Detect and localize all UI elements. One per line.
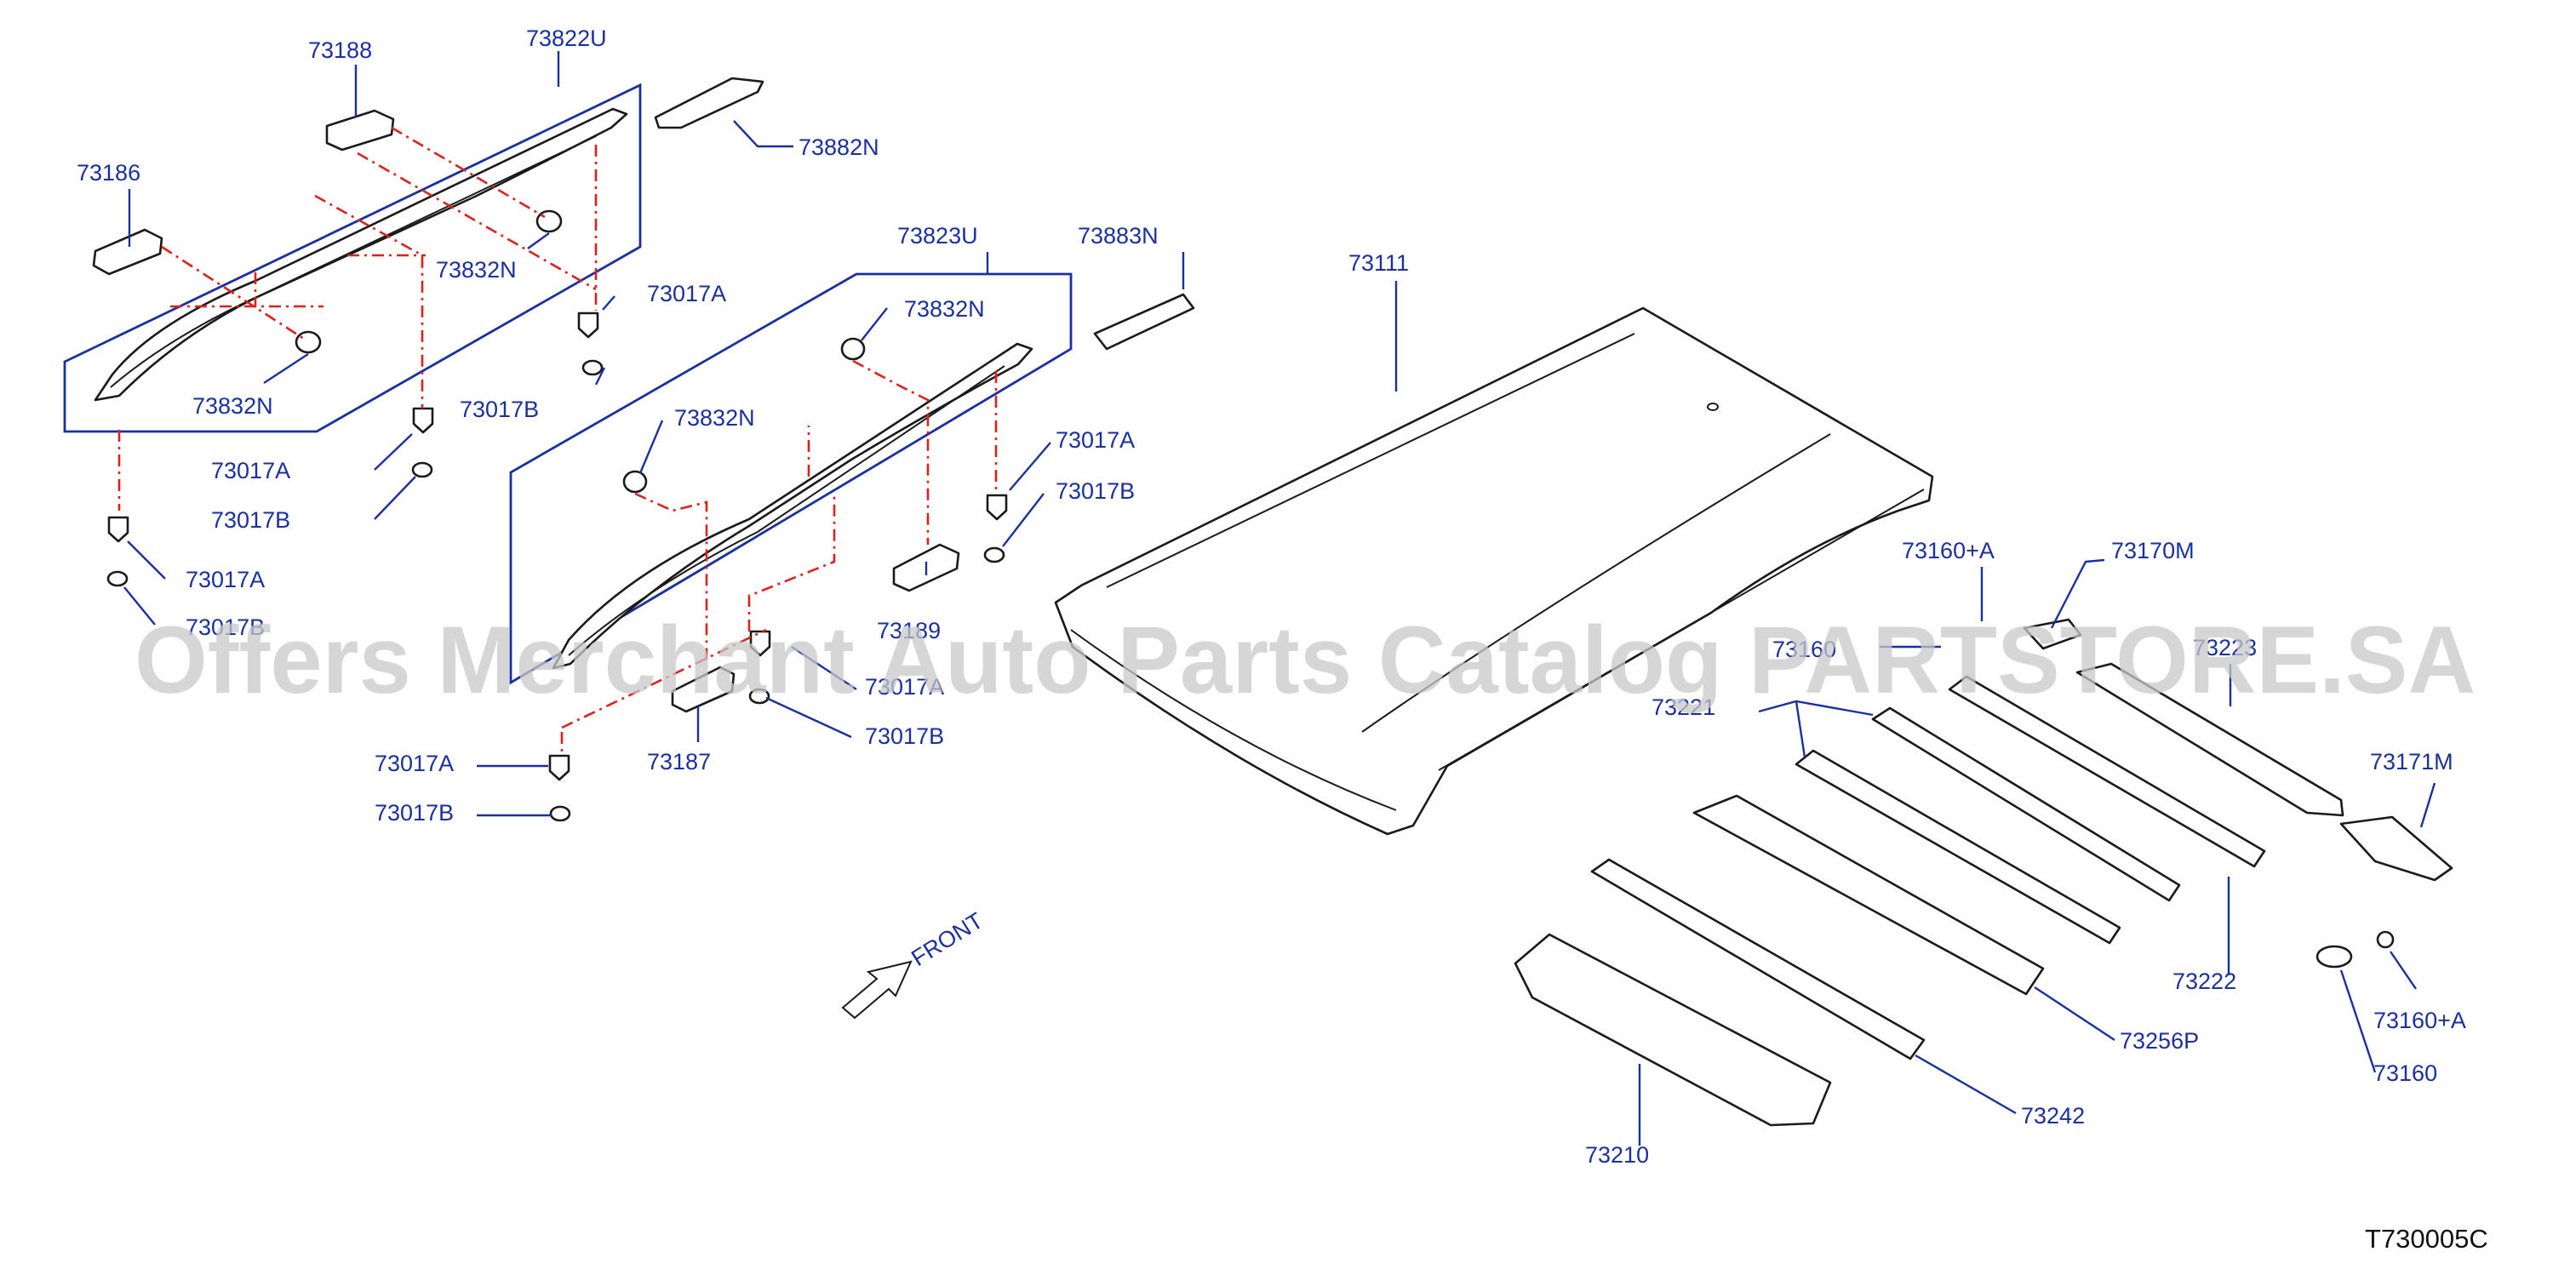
label-73017A-a: 73017A xyxy=(647,281,726,306)
roof-rail-right-assembly xyxy=(509,272,1073,822)
label-73242: 73242 xyxy=(2021,1103,2085,1129)
label-73160A-a: 73160+A xyxy=(1902,538,1995,563)
bolt-73017A-f xyxy=(548,754,570,781)
rail-73222 xyxy=(1948,675,2266,868)
watermark: Offers Merchant Auto Parts Catalog PARTS… xyxy=(135,607,2476,713)
label-73017A-f: 73017A xyxy=(375,751,454,776)
bolt-73017A-d xyxy=(986,494,1008,521)
label-73017B-b: 73017B xyxy=(211,507,290,533)
nut-73017B-b xyxy=(411,461,433,478)
bow-73242 xyxy=(1590,858,1926,1060)
label-73222: 73222 xyxy=(2172,969,2236,994)
bracket-73223 xyxy=(2075,662,2344,817)
clip-73160A xyxy=(2376,930,2395,949)
label-73187: 73187 xyxy=(647,749,711,774)
nut-73017B-f xyxy=(549,805,571,822)
label-73188: 73188 xyxy=(308,37,372,63)
label-73017B-a: 73017B xyxy=(460,397,539,422)
nut-73017B-c xyxy=(106,570,129,587)
bolt-73017A-e xyxy=(749,630,771,657)
front-arrow-icon: FRONT xyxy=(841,907,987,1020)
label-73832N-c: 73832N xyxy=(904,296,985,322)
nut-73017B-d xyxy=(983,546,1005,563)
label-73822U: 73822U xyxy=(526,26,607,51)
end-cover-73188 xyxy=(325,109,395,151)
label-73832N-d: 73832N xyxy=(674,405,755,431)
grommet-73832N-b xyxy=(295,330,322,354)
label-73017B-e: 73017B xyxy=(865,723,944,749)
group-box-73822U xyxy=(63,83,642,433)
label-73823U: 73823U xyxy=(897,223,978,249)
label-73160-a: 73160 xyxy=(1772,637,1836,662)
label-73223: 73223 xyxy=(2193,635,2257,660)
front-label: FRONT xyxy=(907,907,987,971)
bow-73256P xyxy=(1692,794,2045,996)
trim-73883N xyxy=(1093,293,1195,351)
label-73221: 73221 xyxy=(1652,694,1715,720)
leader-lines xyxy=(123,51,2436,1146)
grommet-73832N-d xyxy=(840,337,866,361)
label-73017B-f: 73017B xyxy=(375,800,454,826)
label-73189: 73189 xyxy=(877,618,941,643)
drawing-code: T730005C xyxy=(2365,1224,2488,1254)
bolt-73017A-c xyxy=(107,516,129,543)
label-73160A-b: 73160+A xyxy=(2373,1008,2466,1033)
label-73210: 73210 xyxy=(1585,1142,1649,1168)
end-cover-73186 xyxy=(92,228,163,276)
nut-73017B-e xyxy=(748,688,770,705)
label-73170M: 73170M xyxy=(2111,538,2195,563)
label-73883N: 73883N xyxy=(1078,223,1159,249)
bracket-73171M xyxy=(2339,815,2453,882)
trim-73882N xyxy=(654,77,764,129)
bolt-73017A-a xyxy=(577,311,599,339)
roof-rail-left-assembly xyxy=(63,83,642,587)
label-73882N: 73882N xyxy=(799,134,879,160)
grommet-73832N-c xyxy=(622,470,648,494)
label-73017A-b: 73017A xyxy=(211,458,290,483)
nut-73017B-a xyxy=(581,359,604,376)
label-73017B-d: 73017B xyxy=(1056,478,1135,504)
rail-73221-b xyxy=(1795,749,2121,945)
label-73832N-a: 73832N xyxy=(436,257,517,283)
label-73017A-d: 73017A xyxy=(1056,427,1135,453)
label-73256P: 73256P xyxy=(2120,1028,2199,1054)
front-header-73210 xyxy=(1514,933,1832,1127)
roof-panel-73111 xyxy=(1054,306,1934,836)
label-73160-b: 73160 xyxy=(2373,1060,2437,1086)
label-73017A-e: 73017A xyxy=(865,674,944,700)
label-73832N-b: 73832N xyxy=(192,393,273,419)
label-73186: 73186 xyxy=(77,160,140,186)
rail-73221 xyxy=(1871,706,2181,902)
label-73111: 73111 xyxy=(1348,250,1409,276)
end-cover-73187 xyxy=(671,666,736,713)
part-labels: 73188 73822U 73882N 73186 73832N 73832N … xyxy=(77,26,2466,1168)
roof-rail-73822U xyxy=(94,107,628,402)
label-73017A-c: 73017A xyxy=(186,567,265,592)
group-box-73823U xyxy=(509,272,1073,685)
grommet-73160 xyxy=(2316,945,2353,969)
label-73017B-c: 73017B xyxy=(186,614,265,640)
bolt-73017A-b xyxy=(412,407,434,434)
grommet-73832N-a xyxy=(535,209,563,233)
label-73171M: 73171M xyxy=(2370,749,2453,774)
